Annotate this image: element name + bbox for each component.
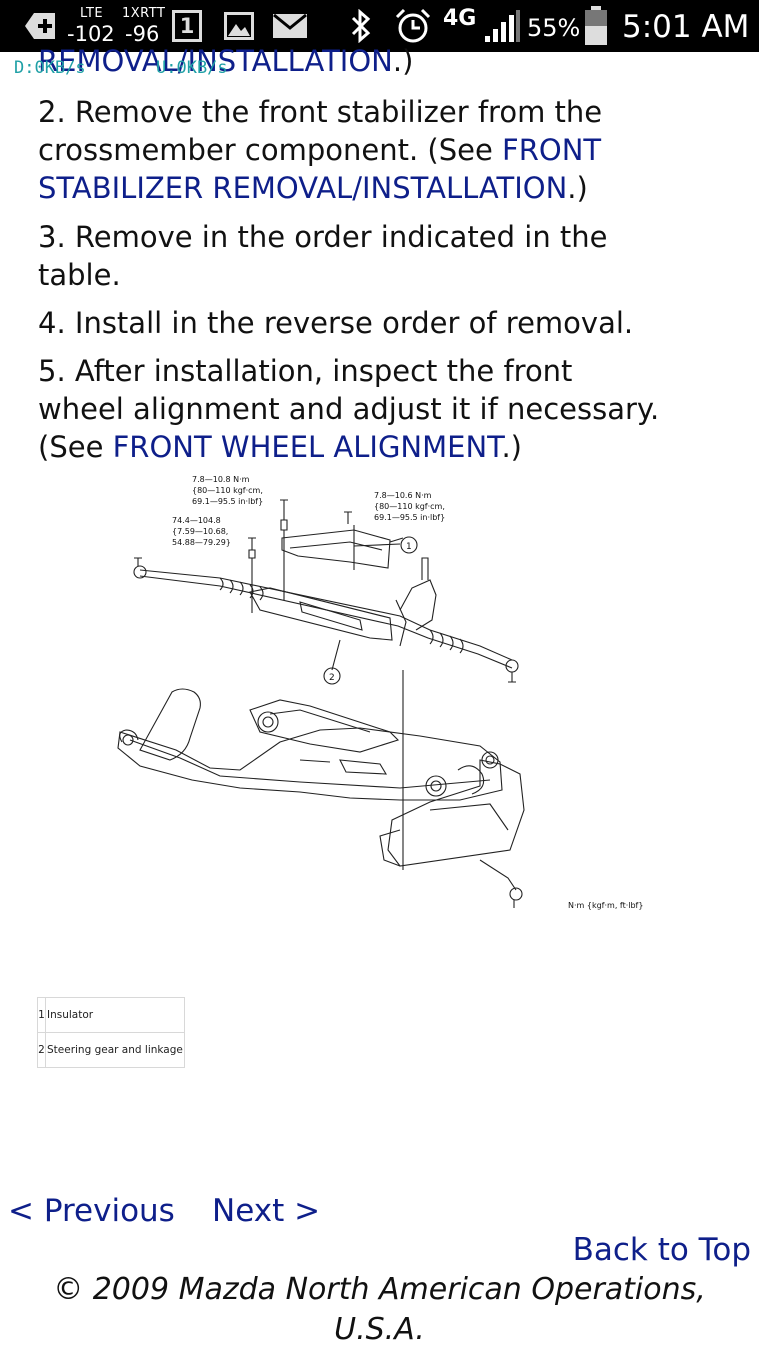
units-label: N·m {kgf·m, ft·lbf} [568, 901, 643, 910]
copyright-footer: © 2009 Mazda North American Operations, … [0, 1270, 759, 1350]
copyright-line-1: © 2009 Mazda North American Operations, [53, 1272, 706, 1307]
torque-b-line-2: {80—110 kgf·cm, [374, 502, 445, 511]
network-type-label: LTE [80, 6, 104, 21]
network-2-label: 1XRTT [122, 6, 166, 21]
torque-b-line-3: 69.1—95.5 in·lbf} [374, 513, 445, 522]
battery-icon [585, 6, 607, 45]
diagram-linework [117, 499, 525, 908]
torque-b-line-1: 7.8—10.6 N·m [374, 491, 432, 500]
parts-legend-table: 1 Insulator 2 Steering gear and linkage [37, 997, 185, 1068]
torque-a-line-2: {80—110 kgf·cm, [192, 486, 263, 495]
step-2-text: crossmember component. (See [38, 133, 503, 167]
torque-a-line-1: 7.8—10.8 N·m [192, 475, 250, 484]
torque-c-line-2: {7.59—10.68, [172, 527, 228, 536]
torque-a-line-3: 69.1—95.5 in·lbf} [192, 497, 263, 506]
signal-strength-1: -102 [67, 22, 115, 46]
legend-label: Insulator [45, 997, 185, 1033]
battery-percent: 55% [527, 14, 581, 42]
legend-num: 2 [37, 1032, 46, 1068]
copyright-line-2: U.S.A. [334, 1312, 425, 1347]
callout-1-label: 1 [406, 542, 412, 552]
add-icon [25, 13, 55, 39]
step-2-line-3: STABILIZER REMOVAL/INSTALLATION.) [38, 169, 588, 207]
front-stabilizer-link-part1[interactable]: FRONT [502, 133, 602, 167]
front-wheel-alignment-link[interactable]: FRONT WHEEL ALIGNMENT [112, 430, 502, 464]
step-2-line-1: 2. Remove the front stabilizer from the [38, 95, 603, 129]
notification-count: 1 [179, 14, 195, 38]
step-2-suffix: .) [567, 171, 588, 205]
callout-2-label: 2 [329, 673, 335, 683]
upload-speed: U:0KB/s [156, 58, 228, 78]
step-5-line-3: (See FRONT WHEEL ALIGNMENT.) [38, 428, 522, 466]
step-5-line-1: 5. After installation, inspect the front [38, 354, 573, 388]
image-icon [224, 12, 254, 40]
data-type-label: 4G [443, 6, 477, 31]
top-suffix: .) [392, 44, 414, 78]
next-link[interactable]: Next > [212, 1193, 321, 1229]
step-5-suffix: .) [501, 430, 522, 464]
signal-icon [485, 10, 520, 42]
alarm-icon [395, 8, 431, 43]
table-row: 1 Insulator [37, 997, 185, 1033]
torque-c-line-1: 74.4—104.8 [172, 516, 221, 525]
legend-num: 1 [37, 997, 46, 1033]
step-5-line-2: wheel alignment and adjust it if necessa… [38, 392, 660, 426]
signal-strength-2: -96 [125, 22, 160, 46]
bluetooth-icon [351, 9, 371, 43]
step-2-line-2: crossmember component. (See FRONT [38, 131, 601, 169]
step-3-line-1: 3. Remove in the order indicated in the [38, 220, 608, 254]
removal-installation-link[interactable]: REMOVAL/INSTALLATION [38, 44, 393, 78]
front-stabilizer-link-part2[interactable]: STABILIZER REMOVAL/INSTALLATION [38, 171, 568, 205]
previous-link[interactable]: < Previous [8, 1193, 175, 1229]
torque-c-line-3: 54.88—79.29} [172, 538, 231, 547]
sim-icon: 1 [172, 10, 202, 42]
top-line-fragment: REMOVAL/INSTALLATION.) [38, 42, 413, 80]
step-3-line-2: table. [38, 258, 121, 292]
download-speed: D:0KB/s [14, 58, 86, 78]
table-row: 2 Steering gear and linkage [37, 1032, 185, 1068]
status-bar: LTE -102 1XRTT -96 1 4G 55% 5:01 AM [0, 0, 759, 52]
mail-icon [273, 14, 307, 38]
back-to-top-link[interactable]: Back to Top [572, 1232, 751, 1268]
step-4: 4. Install in the reverse order of remov… [38, 306, 634, 340]
step-5-prefix: (See [38, 430, 113, 464]
legend-label: Steering gear and linkage [45, 1032, 185, 1068]
steering-gear-diagram: 7.8—10.8 N·m {80—110 kgf·cm, 69.1—95.5 i… [117, 475, 643, 910]
clock-time: 5:01 AM [622, 9, 750, 45]
